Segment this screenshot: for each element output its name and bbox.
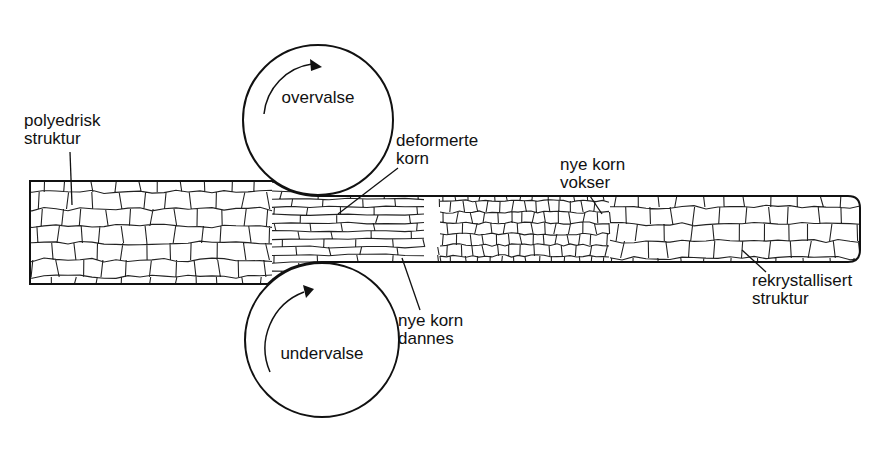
callout-label: nye korn vokser — [560, 156, 640, 192]
callout-label: rekrystallisert struktur — [752, 272, 872, 308]
roll-circle: undervalse — [244, 262, 400, 418]
callout-label: nye korn dannes — [398, 312, 478, 348]
grain-structure — [19, 175, 871, 295]
callout-label: deformerte korn — [396, 132, 496, 168]
arrow-head — [303, 285, 314, 298]
roll-outline — [242, 44, 394, 196]
grain-boundaries — [19, 175, 871, 295]
callout-label: polyedrisk struktur — [24, 112, 124, 148]
roll-circle: overvalse — [242, 44, 394, 196]
roll-name: undervalse — [280, 344, 363, 364]
metal-strip — [30, 181, 860, 284]
roll-name: overvalse — [282, 88, 355, 108]
leader-lines — [70, 152, 766, 310]
roll-outline — [244, 262, 400, 418]
arrow-head — [310, 59, 322, 71]
